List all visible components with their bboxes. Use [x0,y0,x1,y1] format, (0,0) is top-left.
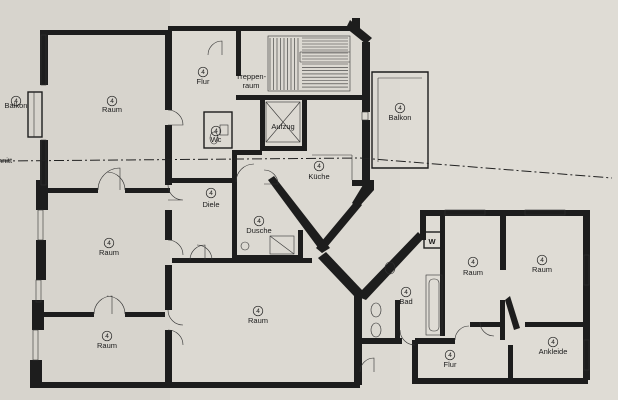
room-number: 4 [398,105,402,112]
room-name: Balkon [5,101,28,110]
room-number-circle [210,125,222,137]
room-number: 4 [209,190,213,197]
room-number: 4 [540,257,544,264]
room-number-circle [103,237,115,249]
room-number: 4 [404,289,408,296]
room-number-circle [101,330,113,342]
room-name: Ankleide [539,347,568,356]
room-label-treppenraum-2: raum [242,81,259,90]
section-label: hnitt [0,156,13,165]
room-number: 4 [256,308,260,315]
room-label-wc-small: 4Wc [210,125,222,144]
room-number-circle [205,187,217,199]
room-name: Raum [102,105,122,114]
room-name: raum [242,81,259,90]
room-name: Flur [197,77,210,86]
room-name: Balkon [389,113,412,122]
room-name: Bad [399,297,412,306]
room-number-circle [547,336,559,348]
room-name: Dusche [246,226,271,235]
room-number-circle [106,95,118,107]
room-number: 4 [110,98,114,105]
room-name: Raum [248,316,268,325]
staircase [267,35,351,92]
room-number: 4 [448,352,452,359]
room-number: 4 [14,98,18,105]
room-name: Raum [99,248,119,257]
room-number-circle [444,349,456,361]
room-number: 4 [201,69,205,76]
room-name: Küche [308,172,329,181]
room-number-circle [467,256,479,268]
room-name: Raum [463,268,483,277]
room-label-w-label: W [428,237,436,246]
room-number: 4 [257,218,261,225]
walls [30,18,590,388]
room-number: 4 [317,163,321,170]
room-number-circle [536,254,548,266]
fixtures [203,111,443,338]
room-name: Raum [97,341,117,350]
room-number-circle [253,215,265,227]
room-number: 4 [107,240,111,247]
windows [32,34,590,371]
room-name: Treppen- [236,72,267,81]
elevator [265,101,301,143]
room-number-circle [197,66,209,78]
room-name: Flur [444,360,457,369]
section-cut-line [0,157,613,179]
room-number-circle [400,286,412,298]
room-number-circle [252,305,264,317]
room-label-aufzug: Aufzug [271,122,294,131]
room-name: W [428,237,436,246]
doors [93,40,495,373]
room-number: 4 [105,333,109,340]
room-number-circle [10,95,22,107]
room-number: 4 [214,128,218,135]
room-number: 4 [471,259,475,266]
balkon-left [27,91,43,138]
room-name: Wc [211,135,222,144]
room-name: Raum [532,265,552,274]
room-number-circle [313,160,325,172]
room-name: Aufzug [271,122,294,131]
room-name: Diele [202,200,219,209]
room-label-treppenraum-1: Treppen- [236,72,267,81]
balkon-right [371,71,429,169]
room-number: 4 [551,339,555,346]
room-number-circle [394,102,406,114]
